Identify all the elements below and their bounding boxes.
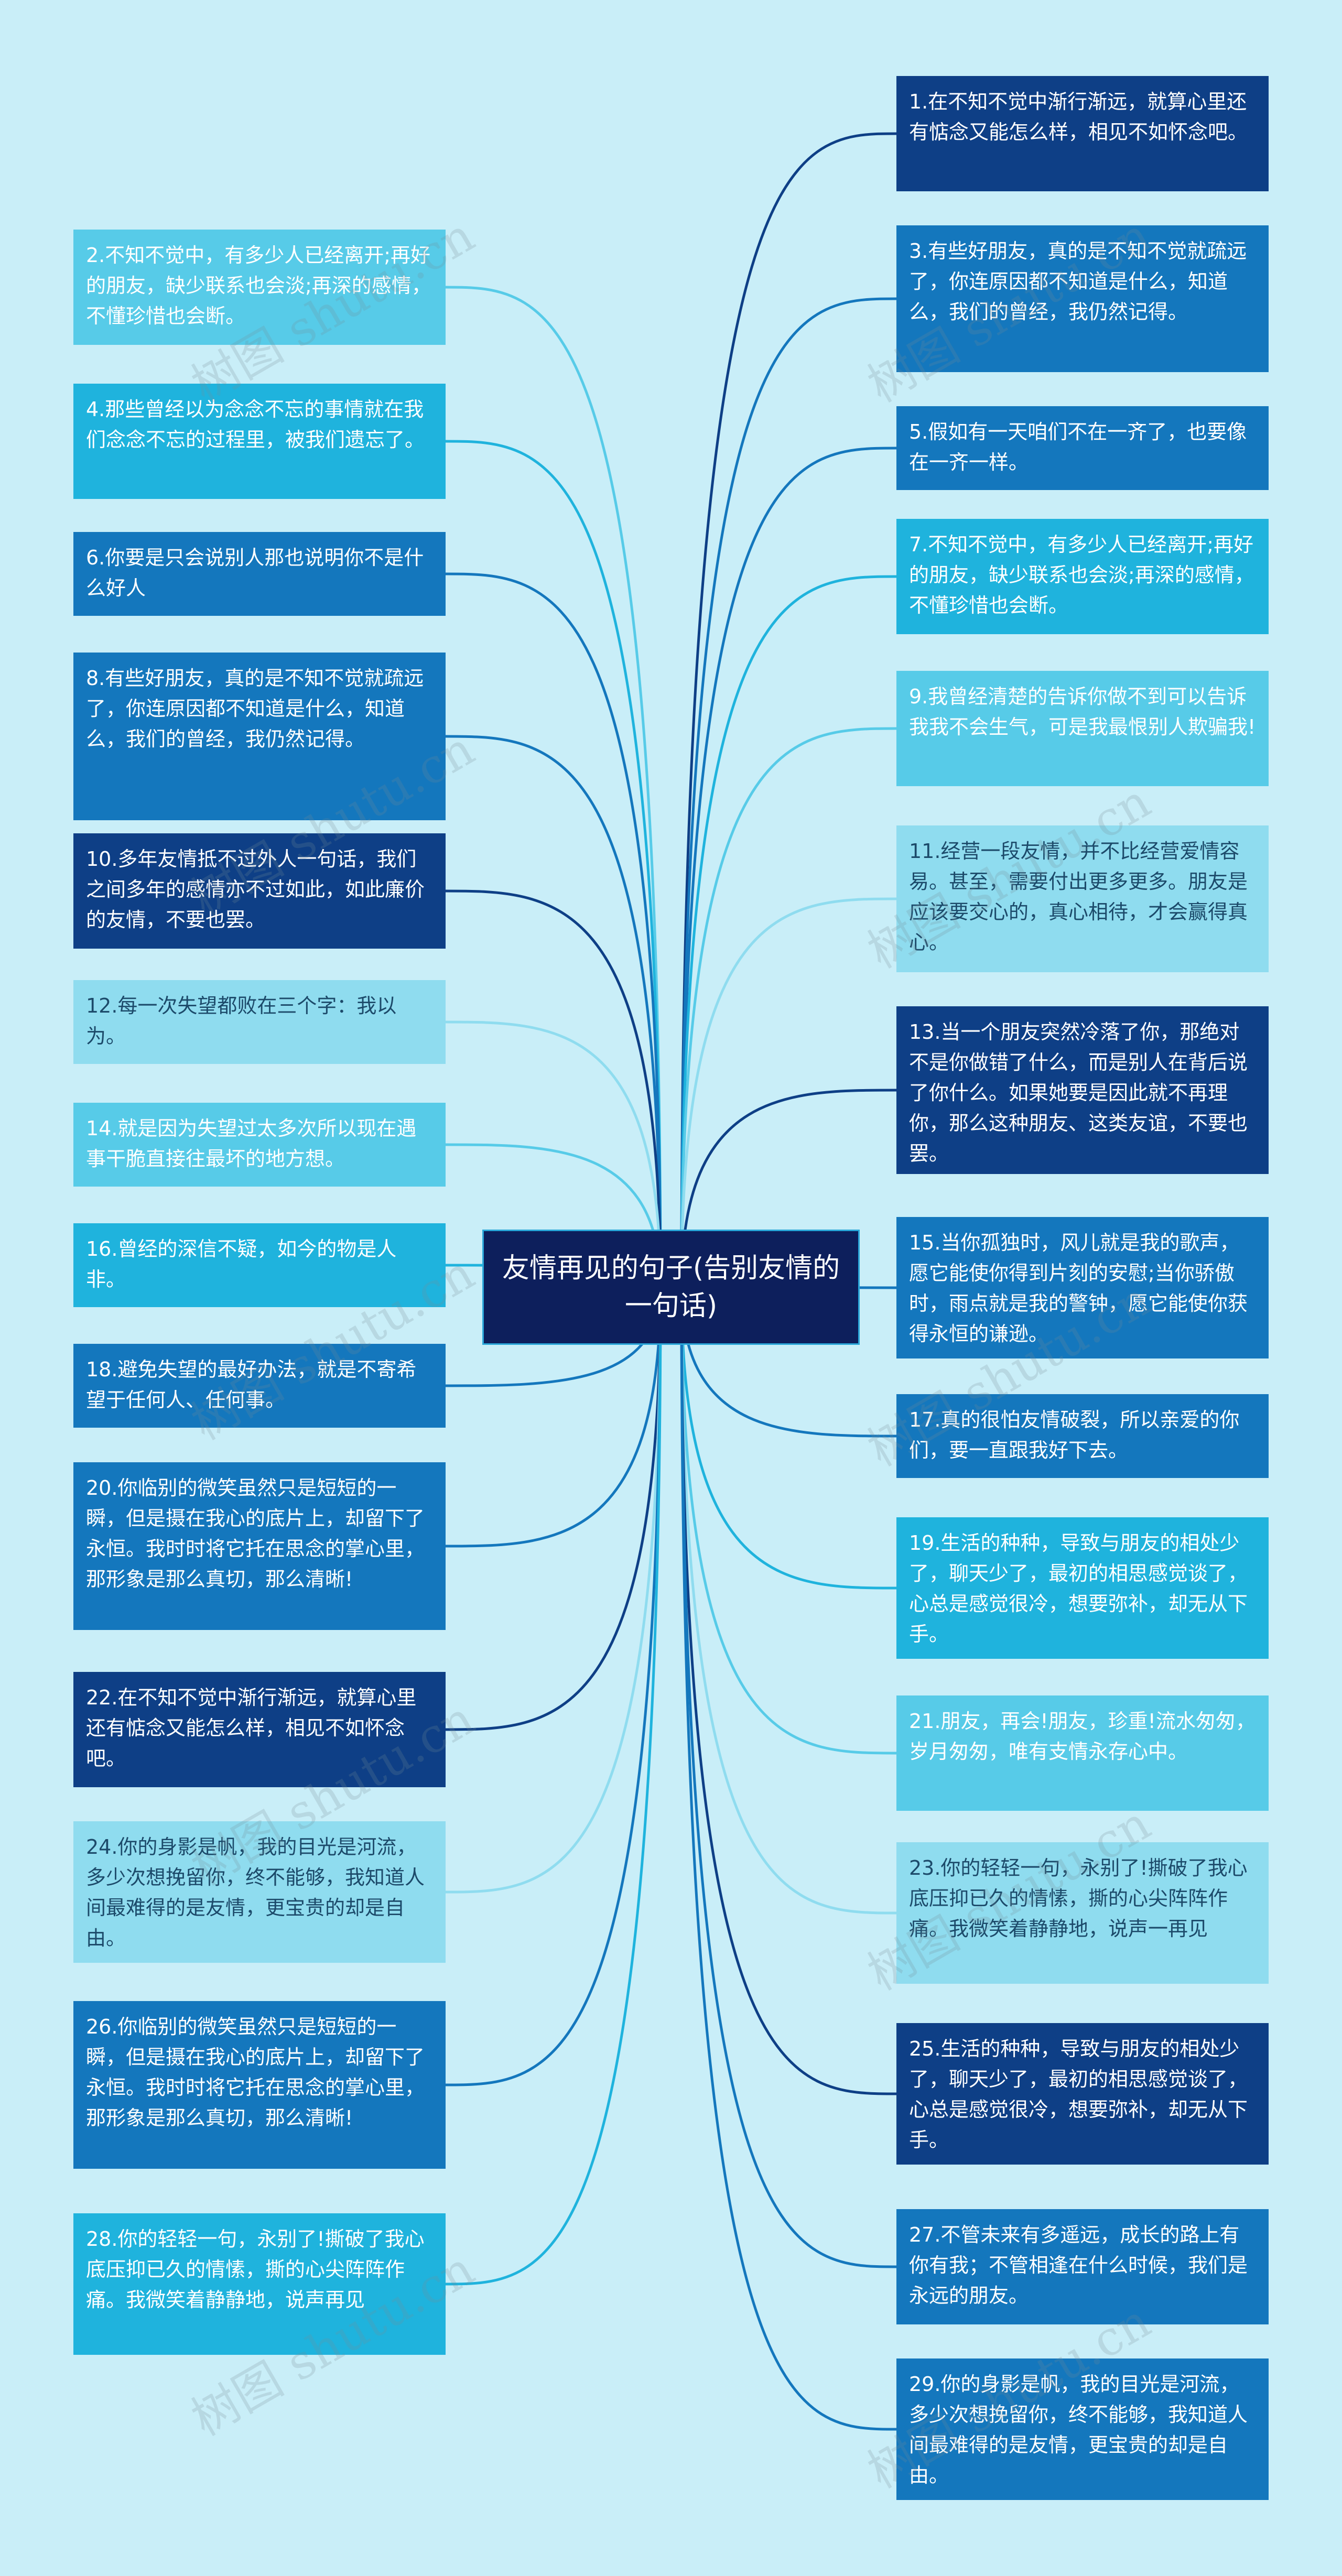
branch-node-text: 16.曾经的深信不疑，如今的物是人非。 [86, 1237, 397, 1291]
branch-node-text: 5.假如有一天咱们不在一齐了，也要像在一齐一样。 [909, 420, 1247, 474]
right-branch-node[interactable]: 27.不管未来有多遥远，成长的路上有你有我；不管相逢在什么时候，我们是永远的朋友… [896, 2209, 1269, 2324]
branch-node-text: 22.在不知不觉中渐行渐远，就算心里还有惦念又能怎么样，相见不如怀念吧。 [86, 1686, 417, 1770]
right-connector-line [680, 1287, 897, 2268]
branch-node-text: 25.生活的种种，导致与朋友的相处少了，聊天少了，最初的相思感觉谈了，心总是感觉… [909, 2037, 1248, 2151]
left-connector-line [445, 1287, 662, 2286]
left-branch-node[interactable]: 24.你的身影是帆，我的目光是河流，多少次想挽留你，终不能够，我知道人间最难得的… [73, 1821, 446, 1963]
left-connector-line [445, 735, 662, 1288]
branch-node-text: 6.你要是只会说别人那也说明你不是什么好人 [86, 546, 424, 600]
right-connector-line [680, 1287, 897, 2095]
left-branch-node[interactable]: 4.那些曾经以为念念不忘的事情就在我们念念不忘的过程里，被我们遗忘了。 [73, 384, 446, 499]
left-branch-node[interactable]: 28.你的轻轻一句，永别了!撕破了我心底压抑已久的情愫，撕的心尖阵阵作痛。我微笑… [73, 2213, 446, 2355]
right-connector-line [680, 297, 897, 1288]
branch-node-text: 24.你的身影是帆，我的目光是河流，多少次想挽留你，终不能够，我知道人间最难得的… [86, 1835, 425, 1950]
right-branch-node[interactable]: 1.在不知不觉中渐行渐远，就算心里还有惦念又能怎么样，相见不如怀念吧。 [896, 76, 1269, 191]
right-branch-node[interactable]: 13.当一个朋友突然冷落了你，那绝对不是你做错了什么，而是别人在背后说了你什么。… [896, 1006, 1269, 1174]
left-connector-line [445, 572, 662, 1288]
branch-node-text: 9.我曾经清楚的告诉你做不到可以告诉我我不会生气，可是我最恨别人欺骗我! [909, 685, 1256, 738]
left-connector-line [445, 286, 662, 1288]
right-connector-line [680, 1089, 897, 1288]
right-branch-node[interactable]: 21.朋友，再会!朋友，珍重!流水匆匆，岁月匆匆，唯有支情永存心中。 [896, 1695, 1269, 1811]
branch-node-text: 20.你临别的微笑虽然只是短短的一瞬，但是摄在我心的底片上，却留下了永恒。我时时… [86, 1476, 425, 1591]
left-branch-node[interactable]: 6.你要是只会说别人那也说明你不是什么好人 [73, 532, 446, 616]
branch-node-text: 29.你的身影是帆，我的目光是河流，多少次想挽留你，终不能够，我知道人间最难得的… [909, 2373, 1248, 2487]
right-connector-line [680, 132, 897, 1288]
right-connector-line [680, 1287, 897, 2431]
right-connector-line [680, 727, 897, 1288]
branch-node-text: 23.你的轻轻一句，永别了!撕破了我心底压抑已久的情愫，撕的心尖阵阵作痛。我微笑… [909, 1856, 1248, 1940]
branch-node-text: 13.当一个朋友突然冷落了你，那绝对不是你做错了什么，而是别人在背后说了你什么。… [909, 1020, 1248, 1165]
right-connector-line [680, 1287, 897, 1915]
right-branch-node[interactable]: 23.你的轻轻一句，永别了!撕破了我心底压抑已久的情愫，撕的心尖阵阵作痛。我微笑… [896, 1842, 1269, 1984]
right-branch-node[interactable]: 17.真的很怕友情破裂，所以亲爱的你们，要一直跟我好下去。 [896, 1394, 1269, 1478]
branch-node-text: 12.每一次失望都败在三个字：我以为。 [86, 994, 397, 1048]
branch-node-text: 21.朋友，再会!朋友，珍重!流水匆匆，岁月匆匆，唯有支情永存心中。 [909, 1710, 1256, 1763]
branch-node-text: 18.避免失望的最好办法，就是不寄希望于任何人、任何事。 [86, 1358, 417, 1411]
left-connector-line [445, 1287, 662, 1894]
left-branch-node[interactable]: 2.不知不觉中，有多少人已经离开;再好的朋友，缺少联系也会淡;再深的感情，不懂珍… [73, 230, 446, 345]
branch-node-text: 11.经营一段友情，并不比经营爱情容易。甚至，需要付出更多更多。朋友是应该要交心… [909, 840, 1248, 954]
left-branch-node[interactable]: 10.多年友情抵不过外人一句话，我们之间多年的感情亦不过如此，如此廉价的友情，不… [73, 833, 446, 949]
left-branch-node[interactable]: 12.每一次失望都败在三个字：我以为。 [73, 980, 446, 1064]
branch-node-text: 10.多年友情抵不过外人一句话，我们之间多年的感情亦不过如此，如此廉价的友情，不… [86, 847, 425, 931]
right-branch-node[interactable]: 5.假如有一天咱们不在一齐了，也要像在一齐一样。 [896, 406, 1269, 490]
right-connector-line [680, 447, 897, 1288]
right-branch-node[interactable]: 7.不知不觉中，有多少人已经离开;再好的朋友，缺少联系也会淡;再深的感情，不懂珍… [896, 519, 1269, 634]
right-branch-node[interactable]: 29.你的身影是帆，我的目光是河流，多少次想挽留你，终不能够，我知道人间最难得的… [896, 2358, 1269, 2500]
left-branch-node[interactable]: 22.在不知不觉中渐行渐远，就算心里还有惦念又能怎么样，相见不如怀念吧。 [73, 1672, 446, 1787]
branch-node-text: 27.不管未来有多遥远，成长的路上有你有我；不管相逢在什么时候，我们是永远的朋友… [909, 2223, 1248, 2307]
branch-node-text: 7.不知不觉中，有多少人已经离开;再好的朋友，缺少联系也会淡;再深的感情，不懂珍… [909, 533, 1254, 617]
left-connector-line [445, 1020, 662, 1288]
branch-node-text: 8.有些好朋友，真的是不知不觉就疏远了，你连原因都不知道是什么，知道么，我们的曾… [86, 667, 424, 751]
right-connector-line [680, 897, 897, 1288]
branch-node-text: 17.真的很怕友情破裂，所以亲爱的你们，要一直跟我好下去。 [909, 1408, 1240, 1462]
branch-node-text: 3.有些好朋友，真的是不知不觉就疏远了，你连原因都不知道是什么，知道么，我们的曾… [909, 240, 1247, 323]
left-connector-line [445, 1287, 662, 1548]
branch-node-text: 1.在不知不觉中渐行渐远，就算心里还有惦念又能怎么样，相见不如怀念吧。 [909, 90, 1248, 144]
left-connector-line [445, 1287, 662, 2086]
right-branch-node[interactable]: 19.生活的种种，导致与朋友的相处少了，聊天少了，最初的相思感觉谈了，心总是感觉… [896, 1517, 1269, 1659]
branch-node-text: 19.生活的种种，导致与朋友的相处少了，聊天少了，最初的相思感觉谈了，心总是感觉… [909, 1531, 1248, 1646]
left-branch-node[interactable]: 18.避免失望的最好办法，就是不寄希望于任何人、任何事。 [73, 1344, 446, 1428]
left-branch-node[interactable]: 16.曾经的深信不疑，如今的物是人非。 [73, 1223, 446, 1307]
branch-node-text: 2.不知不觉中，有多少人已经离开;再好的朋友，缺少联系也会淡;再深的感情，不懂珍… [86, 244, 431, 328]
right-branch-node[interactable]: 9.我曾经清楚的告诉你做不到可以告诉我我不会生气，可是我最恨别人欺骗我! [896, 671, 1269, 786]
branch-node-text: 28.你的轻轻一句，永别了!撕破了我心底压抑已久的情愫，撕的心尖阵阵作痛。我微笑… [86, 2227, 425, 2311]
left-connector-line [445, 1287, 662, 1731]
right-branch-node[interactable]: 3.有些好朋友，真的是不知不觉就疏远了，你连原因都不知道是什么，知道么，我们的曾… [896, 225, 1269, 372]
center-topic-node[interactable]: 友情再见的句子(告别友情的一句话) [482, 1230, 860, 1345]
branch-node-text: 4.那些曾经以为念念不忘的事情就在我们念念不忘的过程里，被我们遗忘了。 [86, 398, 425, 451]
right-connector-line [680, 1287, 897, 1755]
left-branch-node[interactable]: 8.有些好朋友，真的是不知不觉就疏远了，你连原因都不知道是什么，知道么，我们的曾… [73, 653, 446, 820]
right-branch-node[interactable]: 25.生活的种种，导致与朋友的相处少了，聊天少了，最初的相思感觉谈了，心总是感觉… [896, 2023, 1269, 2165]
left-connector-line [445, 440, 662, 1288]
right-connector-line [680, 575, 897, 1288]
left-connector-line [445, 889, 662, 1288]
left-branch-node[interactable]: 26.你临别的微笑虽然只是短短的一瞬，但是摄在我心的底片上，却留下了永恒。我时时… [73, 2001, 446, 2169]
branch-node-text: 15.当你孤独时，风儿就是我的歌声，愿它能使你得到片刻的安慰;当你骄傲时，雨点就… [909, 1231, 1248, 1345]
right-branch-node[interactable]: 15.当你孤独时，风儿就是我的歌声，愿它能使你得到片刻的安慰;当你骄傲时，雨点就… [896, 1217, 1269, 1358]
center-topic-label: 友情再见的句子(告别友情的一句话) [502, 1253, 840, 1322]
right-connector-line [680, 1287, 897, 1590]
branch-node-text: 26.你临别的微笑虽然只是短短的一瞬，但是摄在我心的底片上，却留下了永恒。我时时… [86, 2015, 425, 2129]
left-branch-node[interactable]: 20.你临别的微笑虽然只是短短的一瞬，但是摄在我心的底片上，却留下了永恒。我时时… [73, 1462, 446, 1630]
left-branch-node[interactable]: 14.就是因为失望过太多次所以现在遇事干脆直接往最坏的地方想。 [73, 1103, 446, 1187]
right-branch-node[interactable]: 11.经营一段友情，并不比经营爱情容易。甚至，需要付出更多更多。朋友是应该要交心… [896, 825, 1269, 972]
branch-node-text: 14.就是因为失望过太多次所以现在遇事干脆直接往最坏的地方想。 [86, 1117, 417, 1170]
